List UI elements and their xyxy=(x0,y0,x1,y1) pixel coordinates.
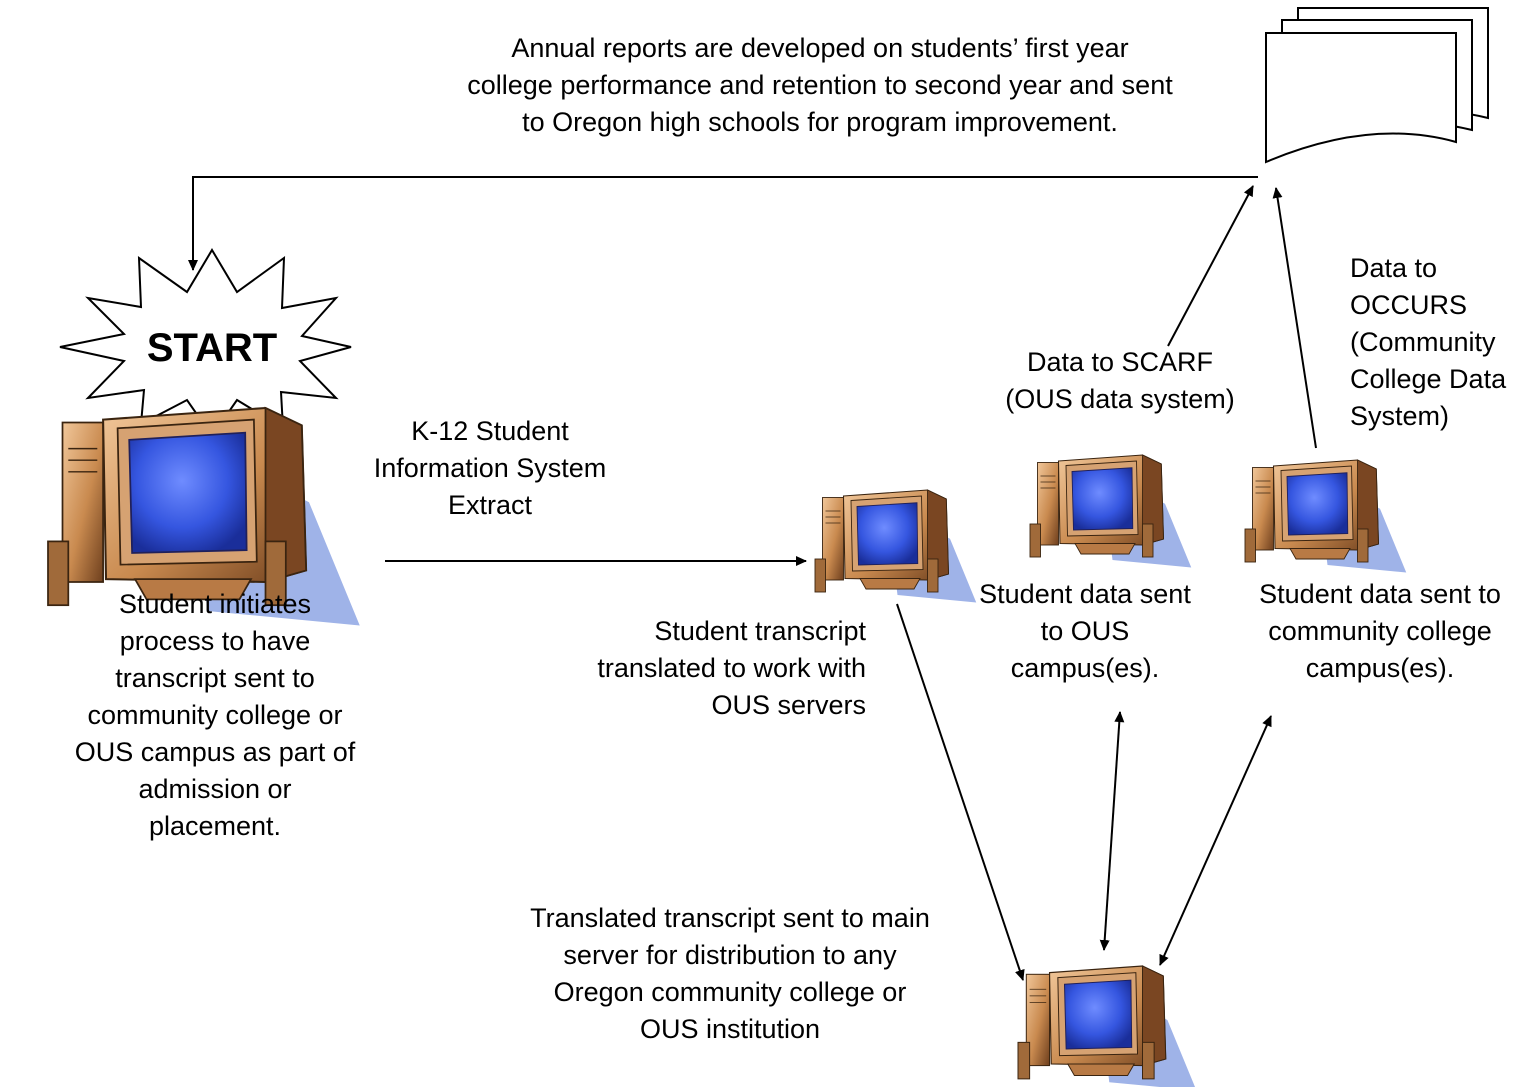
scarf-arrow xyxy=(1167,185,1254,347)
data-to-ous-caption: Student data sent to OUS campus(es). xyxy=(979,579,1191,683)
computer-icon xyxy=(1244,459,1407,574)
computer-icon xyxy=(1017,965,1198,1087)
annual-reports-caption: Annual reports are developed on students… xyxy=(467,33,1173,137)
to-main-server-arrow xyxy=(896,603,1025,981)
student-initiates-caption: Student initiates process to have transc… xyxy=(74,589,356,841)
feedback-arrow xyxy=(188,176,1258,271)
main-server-caption: Translated transcript sent to main serve… xyxy=(530,903,930,1044)
transcript-translated-caption: Student transcript translated to work wi… xyxy=(597,616,866,720)
document-stack-icon xyxy=(1265,7,1489,164)
scarf-caption: Data to SCARF (OUS data system) xyxy=(1005,347,1235,414)
data-to-cc-caption: Student data sent to community college c… xyxy=(1259,579,1501,683)
start-label: START xyxy=(146,326,278,370)
k12-extract-caption: K-12 Student Information System Extract xyxy=(373,416,607,520)
cc-server-arrow xyxy=(1159,715,1272,966)
connectors xyxy=(188,176,1317,981)
computer-icon xyxy=(1029,454,1192,569)
occurs-caption: Data to OCCURS (Community College Data S… xyxy=(1350,253,1507,431)
occurs-arrow xyxy=(1272,187,1317,449)
ous-server-arrow xyxy=(1099,711,1125,951)
